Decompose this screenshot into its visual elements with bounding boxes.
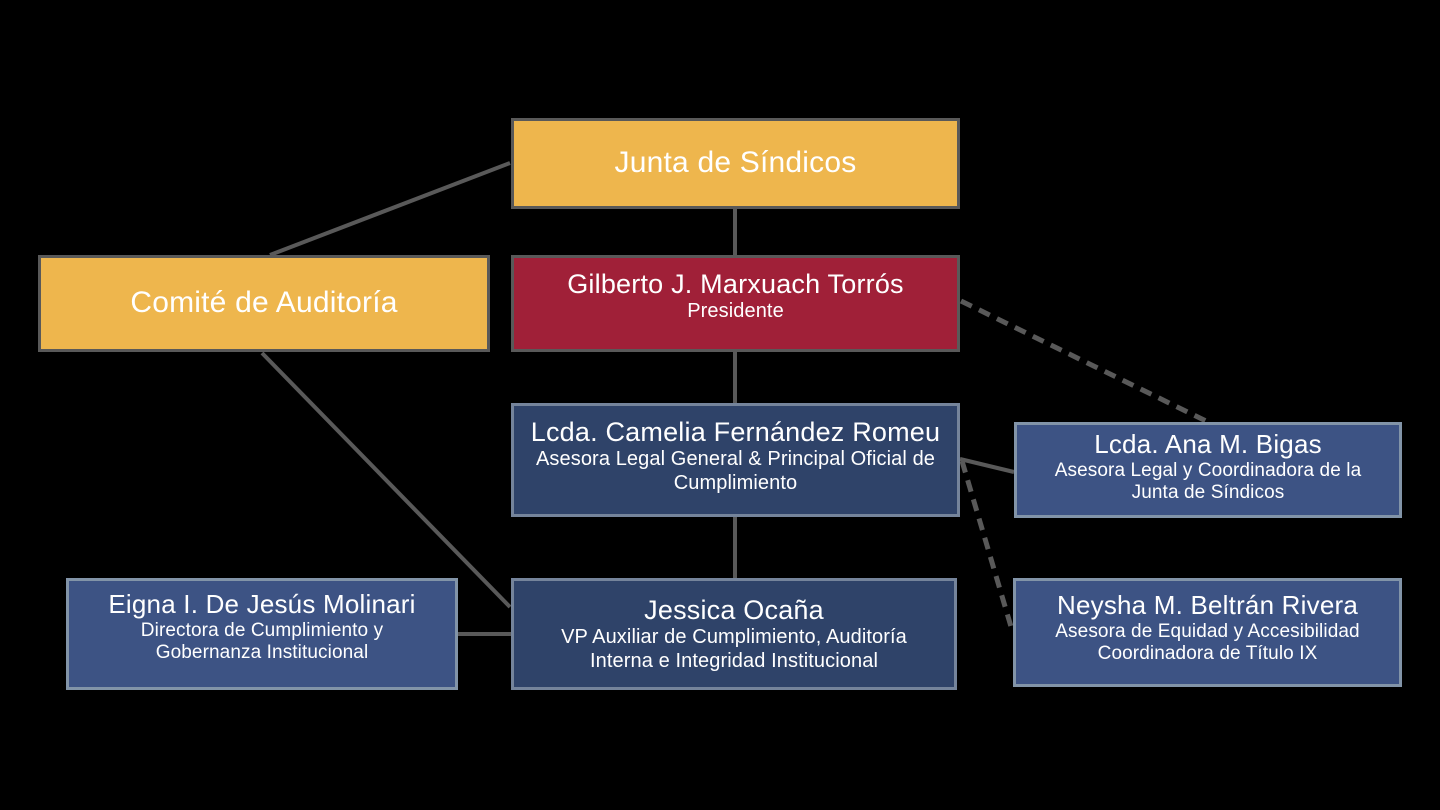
node-role: Asesora Legal y Coordinadora de la Junta…	[1054, 459, 1362, 503]
node-title: Eigna I. De Jesús Molinari	[108, 588, 416, 619]
node-title: Lcda. Camelia Fernández Romeu	[530, 416, 941, 447]
org-node-comite-de-auditoria: Comité de Auditoría	[38, 255, 490, 352]
node-role: Asesora Legal General & Principal Oficia…	[535, 447, 936, 494]
connector-junta-comite	[269, 161, 511, 257]
org-node-presidente: Gilberto J. Marxuach Torrós Presidente	[511, 255, 960, 352]
org-node-asesora-equidad: Neysha M. Beltrán Rivera Asesora de Equi…	[1013, 578, 1402, 687]
node-title: Jessica Ocaña	[644, 594, 824, 625]
connector-camelia-neysha-dashed	[959, 460, 1015, 631]
node-role-secondary: Coordinadora de Título IX	[1097, 643, 1318, 665]
node-title: Lcda. Ana M. Bigas	[1094, 428, 1322, 459]
org-node-asesora-legal-general: Lcda. Camelia Fernández Romeu Asesora Le…	[511, 403, 960, 517]
node-title: Gilberto J. Marxuach Torrós	[567, 269, 904, 300]
node-title: Comité de Auditoría	[130, 286, 398, 320]
org-node-vp-auxiliar-cumplimiento: Jessica Ocaña VP Auxiliar de Cumplimient…	[511, 578, 957, 690]
connector-comite-jessica	[260, 351, 512, 609]
node-title: Neysha M. Beltrán Rivera	[1056, 590, 1359, 621]
node-role: Asesora de Equidad y Accesibilidad	[1055, 621, 1360, 643]
connector-presidente-ana-dashed	[959, 298, 1212, 426]
node-title: Junta de Síndicos	[614, 146, 857, 180]
node-role: Presidente	[687, 300, 784, 323]
connector-camelia-ana	[959, 457, 1015, 474]
org-node-junta-de-sindicos: Junta de Síndicos	[511, 118, 960, 209]
node-role: Directora de Cumplimiento y Gobernanza I…	[140, 619, 384, 663]
org-node-asesora-legal-coordinadora: Lcda. Ana M. Bigas Asesora Legal y Coord…	[1014, 422, 1402, 518]
org-node-directora-cumplimiento: Eigna I. De Jesús Molinari Directora de …	[66, 578, 458, 690]
node-role: VP Auxiliar de Cumplimiento, Auditoría I…	[561, 625, 907, 672]
